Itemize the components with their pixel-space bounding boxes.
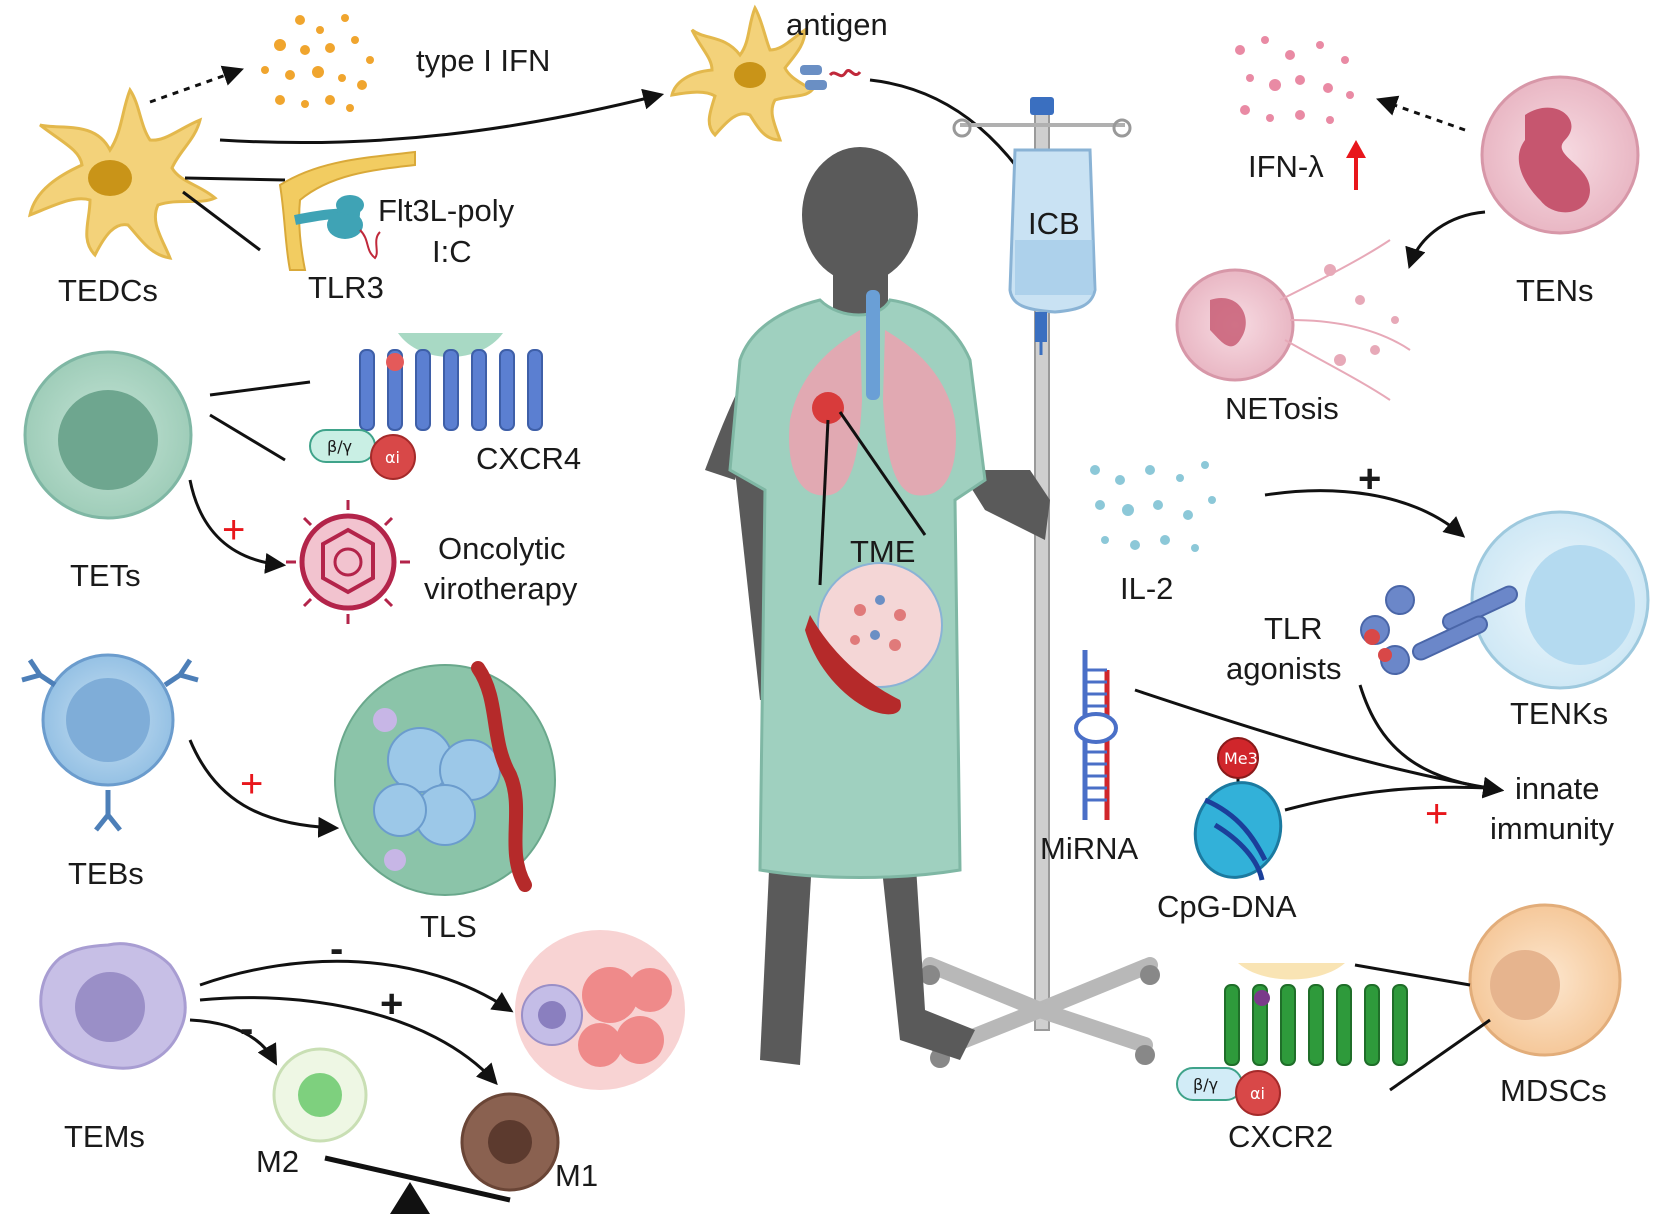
flt3l-label-line2: I:C xyxy=(432,234,472,269)
tem-cell xyxy=(39,942,187,1070)
tedc-to-antigen-arrow xyxy=(219,88,665,145)
tets-label: TETs xyxy=(70,558,141,593)
tem-plus-sign: + xyxy=(380,982,404,1026)
m1-label: M1 xyxy=(555,1158,599,1193)
icb-iv-bag xyxy=(1008,148,1097,355)
tenk-cell xyxy=(1360,510,1650,690)
tens-label: TENs xyxy=(1516,273,1594,308)
tem-to-tumor-arrow xyxy=(199,959,514,1013)
mdsc-to-cxcr2-line-2 xyxy=(1389,1018,1491,1092)
tls-label: TLS xyxy=(420,909,477,944)
tlr-agonists-label-line2: agonists xyxy=(1226,651,1342,686)
oncolytic-label-line2: virotherapy xyxy=(424,571,578,606)
mdsc-to-cxcr2-line-1 xyxy=(1354,963,1471,987)
tem-to-m2-arrow xyxy=(189,1018,278,1066)
type-i-ifn-particles xyxy=(261,14,374,112)
teb-plus-sign: + xyxy=(240,762,264,806)
teb-to-tls-arrow xyxy=(188,739,340,838)
tlr-agonists-to-innate-arrow xyxy=(1358,684,1505,799)
cxcr4-alpha-i-label: αi xyxy=(385,448,400,467)
m1-macrophage xyxy=(460,1092,560,1192)
cpg-dna-nucleosome xyxy=(1193,737,1283,881)
ifn-lambda-particles xyxy=(1235,36,1354,124)
ten-to-netosis-arrow xyxy=(1405,210,1486,269)
il2-label: IL-2 xyxy=(1120,571,1174,606)
tenks-label: TENKs xyxy=(1510,696,1609,731)
type-i-ifn-label: type I IFN xyxy=(416,43,551,78)
ifn-lambda-up-arrow xyxy=(1346,140,1366,190)
ten-to-ifn-dotted-arrow xyxy=(1376,95,1466,132)
tem-minus-sign-1: - xyxy=(330,927,344,971)
ten-neutrophil xyxy=(1480,75,1640,235)
mirna-label: MiRNA xyxy=(1040,831,1139,866)
tems-label: TEMs xyxy=(64,1119,145,1154)
tedc-dendritic-cell xyxy=(27,86,218,260)
mirna-to-innate-arrow xyxy=(1134,688,1505,798)
tme-label: TME xyxy=(850,534,916,569)
mdsc-cell xyxy=(1468,903,1622,1057)
tedc-to-tlr3-line-1 xyxy=(184,176,286,182)
il2-particles xyxy=(1090,461,1216,552)
m2-label: M2 xyxy=(256,1144,300,1179)
cpg-dna-label: CpG-DNA xyxy=(1157,889,1297,924)
cxcr2-label: CXCR2 xyxy=(1228,1119,1334,1154)
mirna-hairpin xyxy=(1074,650,1118,820)
lung-to-tme-line-1 xyxy=(818,419,830,586)
me3-label: Me3 xyxy=(1224,749,1258,768)
oncolytic-virus xyxy=(286,500,410,624)
tet-to-cxcr4-line-1 xyxy=(209,380,311,397)
tedc-to-tlr3-line-2 xyxy=(182,190,261,252)
tlr3-receptor xyxy=(278,150,416,271)
tumor-cell-cluster xyxy=(515,930,685,1090)
innate-label-line2: immunity xyxy=(1490,811,1615,846)
tet-plus-sign: + xyxy=(222,508,246,552)
innate-label-line1: innate xyxy=(1515,771,1600,806)
tlr3-label: TLR3 xyxy=(308,270,384,305)
tem-to-m1-arrow xyxy=(199,996,498,1086)
tet-to-cxcr4-line-2 xyxy=(209,413,286,462)
cpg-to-innate-line xyxy=(1284,785,1491,812)
tlr-agonists-label-line1: TLR xyxy=(1264,611,1323,646)
lungs-organ xyxy=(789,290,956,496)
teb-cell xyxy=(21,653,199,832)
mdscs-label: MDSCs xyxy=(1500,1073,1607,1108)
flt3l-label-line1: Flt3L-poly xyxy=(378,193,515,228)
antigen-presenting-cell xyxy=(670,4,862,142)
tme-tumor-microenvironment xyxy=(805,562,943,715)
il2-to-tenk-arrow xyxy=(1264,489,1466,538)
antigen-label: antigen xyxy=(786,7,888,42)
oncolytic-label-line1: Oncolytic xyxy=(438,531,566,566)
netosis-cell xyxy=(1175,239,1411,401)
cxcr4-receptor xyxy=(309,333,543,480)
cxcr2-beta-gamma-label: β/γ xyxy=(1193,1075,1219,1094)
icb-label: ICB xyxy=(1028,206,1080,241)
il2-plus-sign: + xyxy=(1358,457,1382,501)
netosis-label: NETosis xyxy=(1225,391,1339,426)
lung-to-tme-line-2 xyxy=(838,411,927,536)
tet-cell xyxy=(23,350,193,520)
m2-macrophage xyxy=(272,1047,368,1143)
tet-to-virotherapy-arrow xyxy=(188,479,287,574)
tebs-label: TEBs xyxy=(68,856,144,891)
innate-plus-sign: + xyxy=(1425,792,1449,836)
tedcs-label: TEDCs xyxy=(58,273,158,308)
cxcr4-label: CXCR4 xyxy=(476,441,582,476)
cxcr2-alpha-i-label: αi xyxy=(1250,1084,1265,1103)
cxcr4-beta-gamma-label: β/γ xyxy=(327,437,353,456)
cxcr2-receptor xyxy=(1176,963,1408,1116)
balance-seesaw xyxy=(324,1155,511,1214)
tem-minus-sign-2: - xyxy=(240,1007,254,1051)
tls-structure xyxy=(334,661,556,896)
ifn-lambda-label: IFN-λ xyxy=(1248,149,1324,184)
tedc-to-ifn-dotted-arrow xyxy=(149,65,244,104)
